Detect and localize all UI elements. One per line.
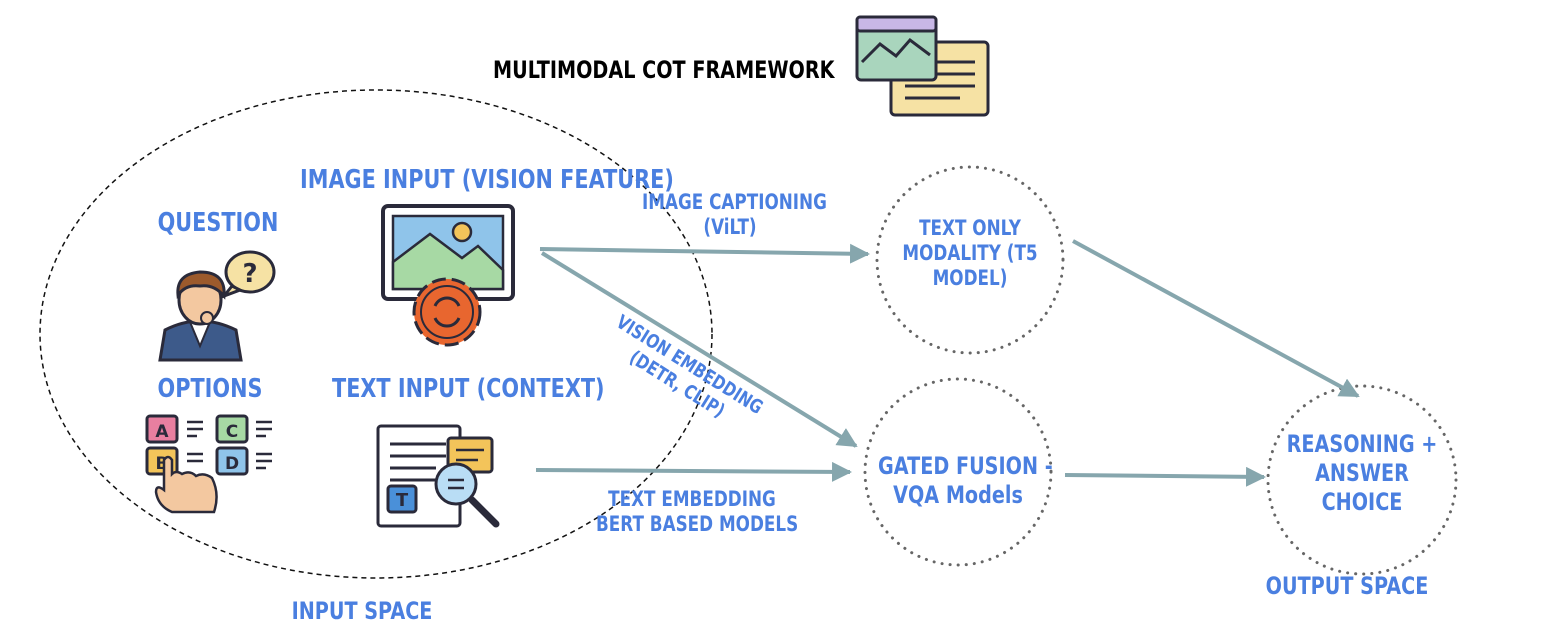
option-letter: C — [226, 422, 238, 442]
image-captioning-line: IMAGE CAPTIONING — [642, 190, 827, 214]
input-space-label: INPUT SPACE — [291, 597, 433, 625]
text-embedding-line: TEXT EMBEDDING — [608, 487, 776, 511]
multimodal-icon — [855, 15, 990, 117]
text-only-line: MODEL) — [932, 266, 1008, 291]
arrow-image-to-gated-fusion — [540, 251, 858, 448]
text-only-line: TEXT ONLY — [919, 216, 1021, 240]
arrow-gated-fusion-to-reasoning — [1064, 466, 1266, 487]
arrow-text-only-to-reasoning — [1072, 239, 1360, 398]
reasoning-line: REASONING + — [1286, 430, 1438, 458]
gated-fusion-line: GATED FUSION - — [878, 452, 1053, 480]
image-captioning-line: (ViLT) — [703, 215, 757, 240]
text-embedding-label: TEXT EMBEDDING BERT BASED MODELS — [596, 487, 799, 537]
input-space-ellipse — [39, 89, 713, 579]
gated-fusion-node-circle — [863, 377, 1053, 567]
options-icon: A C B D — [145, 414, 272, 514]
text-input-icon: T — [376, 424, 500, 528]
text-only-line: MODALITY (T5 — [902, 241, 1038, 266]
question-mark: ? — [242, 259, 257, 289]
pointing-hand — [154, 455, 218, 514]
diagram-title: MULTIMODAL COT FRAMEWORK — [493, 56, 835, 84]
gated-fusion-line: VQA Models — [893, 480, 1023, 509]
reasoning-line: ANSWER — [1315, 458, 1409, 487]
text-embedding-line: BERT BASED MODELS — [596, 512, 799, 537]
image-input-label: IMAGE INPUT (VISION FEATURE) — [300, 165, 674, 195]
reasoning-node-circle — [1266, 384, 1458, 576]
reasoning-node-label: REASONING + ANSWER CHOICE — [1282, 430, 1442, 516]
text-only-node-label: TEXT ONLY MODALITY (T5 MODEL) — [898, 216, 1042, 292]
arrow-image-to-text-only — [539, 243, 870, 264]
image-captioning-label: IMAGE CAPTIONING (ViLT) — [642, 190, 827, 240]
options-label: OPTIONS — [157, 374, 263, 404]
text-input-label: TEXT INPUT (CONTEXT) — [332, 374, 605, 404]
option-letter: D — [225, 454, 239, 474]
text-only-node-circle — [875, 165, 1065, 355]
gated-fusion-node-label: GATED FUSION - VQA Models — [878, 452, 1053, 510]
image-input-icon — [381, 204, 515, 347]
option-letter: A — [155, 422, 169, 442]
question-label: QUESTION — [157, 208, 279, 238]
arrow-text-to-gated-fusion — [535, 461, 852, 482]
text-icon-letter: T — [396, 490, 409, 511]
question-person-icon: ? — [158, 250, 276, 362]
reasoning-line: CHOICE — [1321, 487, 1403, 516]
output-space-label: OUTPUT SPACE — [1265, 572, 1429, 600]
